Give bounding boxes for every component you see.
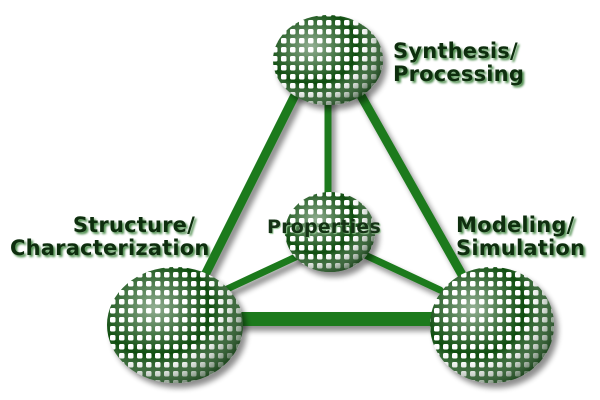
label-structure-line2: Characterization	[10, 236, 210, 260]
label-properties-text: Properties	[267, 216, 381, 238]
label-structure-line1: Structure/	[72, 213, 195, 237]
edge-modeling-properties	[361, 251, 444, 294]
edge-synthesis-structure	[195, 80, 305, 290]
label-modeling-simulation: Modeling/ Simulation	[456, 214, 585, 260]
label-synthesis-line1: Synthesis/	[393, 39, 518, 63]
label-modeling-line1: Modeling/	[456, 213, 575, 237]
label-structure-characterization: Structure/ Characterization	[10, 213, 210, 260]
label-modeling-line2: Simulation	[456, 236, 586, 260]
label-synthesis-line2: Processing	[393, 62, 525, 86]
sphere-modeling	[430, 267, 554, 383]
sphere-synthesis	[273, 15, 383, 105]
sphere-properties	[285, 192, 375, 272]
connectors	[195, 80, 470, 326]
edge-structure-properties	[221, 251, 304, 294]
sphere-structure	[107, 267, 243, 383]
edge-structure-modeling	[215, 312, 440, 326]
label-properties: Properties	[264, 216, 384, 239]
edge-synthesis-modeling	[350, 80, 470, 285]
label-synthesis-processing: Synthesis/ Processing	[393, 40, 524, 86]
